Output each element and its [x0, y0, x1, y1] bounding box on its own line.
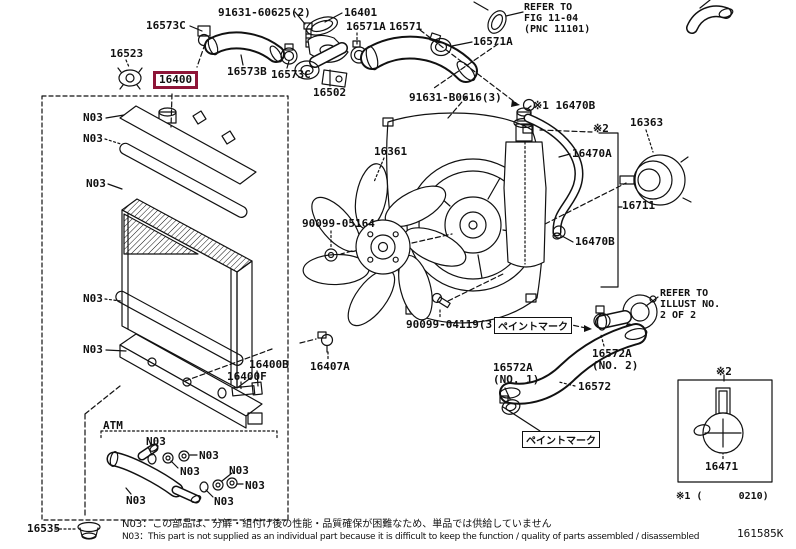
label-n03-10: N03 — [245, 479, 265, 492]
water-inlet-drawing — [593, 294, 658, 331]
label-footnote-1: ※1 ( 0210) — [676, 491, 769, 502]
label-n03-11: N03 — [126, 494, 146, 507]
label-16572a-no1: 16572A (NO. 1) — [493, 361, 540, 387]
radiator-group-box — [41, 95, 289, 521]
label-n03-6: N03 — [146, 435, 166, 448]
label-paint-mark-1: ペイントマーク — [494, 317, 572, 334]
label-n03-12: N03 — [214, 495, 234, 508]
hose-16571-drawing — [350, 32, 478, 83]
label-16470b-top: ※1 16470B — [533, 99, 596, 112]
leader-lines-dotted — [54, 32, 724, 530]
inset-box-16471 — [677, 379, 773, 483]
label-n03-2: N03 — [83, 132, 103, 145]
label-16535: 16535 — [27, 522, 61, 535]
label-n03-8: N03 — [180, 465, 200, 478]
label-16571a-left: 16571A — [346, 20, 386, 33]
label-16502: 16502 — [313, 86, 347, 99]
inlet-pipe-16502-drawing — [294, 42, 348, 88]
label-n03-7: N03 — [199, 449, 219, 462]
label-n03-5: N03 — [83, 343, 103, 356]
note-english: N03：This part is not supplied as an indi… — [122, 532, 700, 542]
label-91631-60625: 91631-60625(2) — [218, 6, 311, 19]
label-n03-1: N03 — [83, 111, 103, 124]
label-90099-05164: 90099-05164 — [302, 217, 375, 230]
label-n03-4: N03 — [83, 292, 103, 305]
label-16407a: 16407A — [310, 360, 350, 373]
label-16363: 16363 — [630, 116, 664, 129]
label-91631-b0616: 91631-B0616(3) — [409, 91, 502, 104]
bolt-90099-04119-drawing — [431, 292, 451, 309]
label-n03-9: N03 — [229, 464, 249, 477]
leader-lines-dashed — [84, 29, 627, 519]
fan-16361-drawing — [302, 163, 467, 327]
fan-motor-16363-drawing — [619, 154, 692, 206]
label-refer-fig-11-04: REFER TO FIG 11-04 (PNC 11101) — [524, 2, 591, 35]
leader-lines-solid — [105, 11, 725, 498]
label-16401: 16401 — [344, 6, 378, 19]
label-16573c-upper: 16573C — [146, 19, 186, 32]
atm-pipe-drawing — [106, 443, 238, 504]
label-16523: 16523 — [110, 47, 144, 60]
label-16400-selected: 16400 — [153, 71, 199, 90]
nut-90099-05164-drawing — [324, 248, 338, 262]
hose-16573b-drawing — [197, 25, 298, 65]
label-n03-3: N03 — [86, 177, 106, 190]
heater-pipe-stub-drawing — [473, 0, 734, 34]
label-marker-2-main: ※2 — [593, 122, 609, 135]
label-16400b: 16400B — [249, 358, 289, 371]
figure-code: 161585K — [737, 527, 784, 540]
label-16470a: 16470A — [572, 147, 612, 160]
label-16573b: 16573B — [227, 65, 267, 78]
note-japanese: N03：この部品は、分解・組付け後の性能・品質確保が困難なため、単品では供給して… — [122, 519, 552, 530]
label-16711: 16711 — [622, 199, 656, 212]
label-16361: 16361 — [374, 145, 408, 158]
label-paint-mark-2: ペイントマーク — [522, 431, 600, 448]
label-16572: 16572 — [578, 380, 612, 393]
label-16571a-right: 16571A — [473, 35, 513, 48]
label-atm: ATM — [103, 419, 123, 432]
label-90099-04119: 90099-04119(3) — [406, 318, 499, 331]
drain-plug-drawing — [217, 331, 334, 399]
grommet-16535-drawing — [77, 521, 101, 540]
clip-16523-drawing — [117, 67, 143, 90]
label-16572a-no2: 16572A (NO. 2) — [592, 347, 639, 373]
reserve-tank-drawing — [503, 98, 584, 268]
label-16400f: 16400F — [227, 370, 267, 383]
label-marker-2-inset: ※2 — [716, 365, 732, 378]
label-16571: 16571 — [389, 20, 423, 33]
label-16471: 16471 — [705, 460, 739, 473]
label-16573c-lower: 16573C — [271, 68, 311, 81]
label-16470b-bottom: 16470B — [575, 235, 615, 248]
label-refer-illust-2of2: REFER TO ILLUST NO. 2 OF 2 — [660, 288, 721, 321]
